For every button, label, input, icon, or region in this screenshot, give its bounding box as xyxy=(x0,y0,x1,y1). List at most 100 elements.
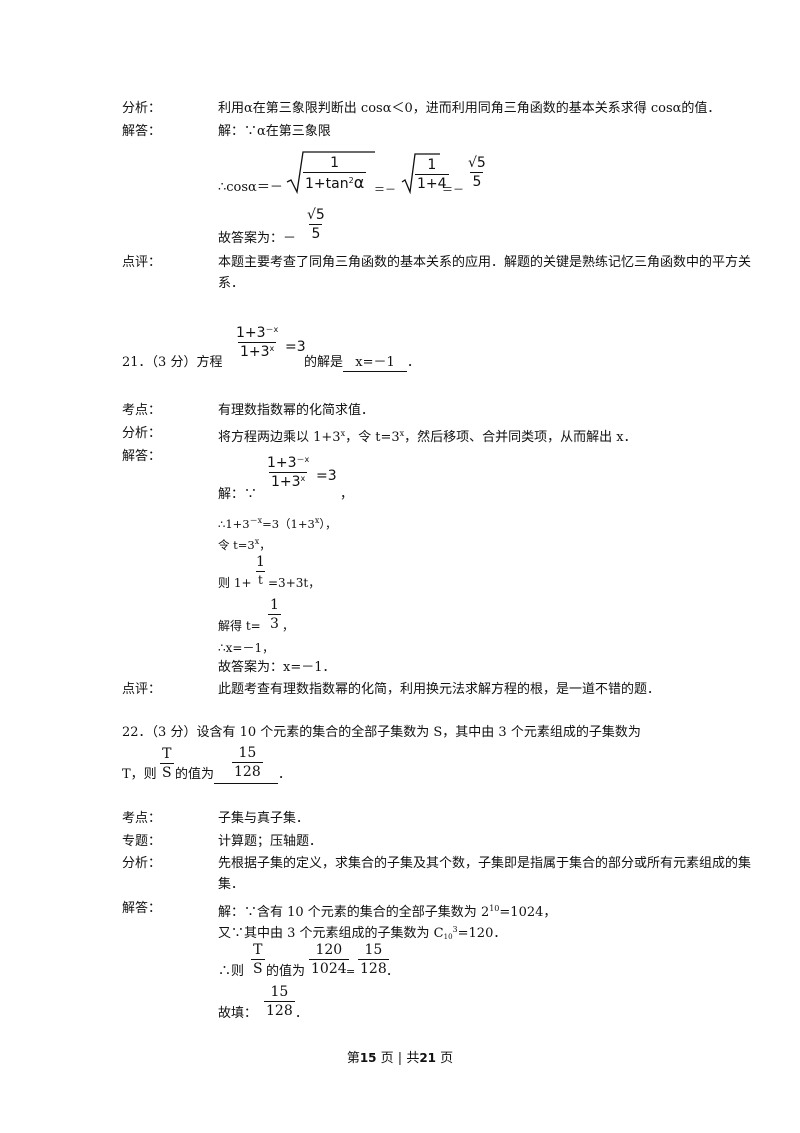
equals-minus: ＝－ xyxy=(442,183,464,196)
equation-rhs: =3 xyxy=(285,339,306,355)
den-alpha: α xyxy=(353,173,365,192)
footer-prefix: 第 xyxy=(346,1051,360,1066)
fraction-numerator: 15 xyxy=(270,984,289,1000)
question-stem: 的值为 xyxy=(175,767,215,782)
solution-line: ∴则 xyxy=(218,964,245,979)
math-fraction: √5 5 xyxy=(305,208,327,241)
fraction-denominator: S xyxy=(251,959,265,977)
sqrt-sign xyxy=(286,151,375,194)
den-exponent: 2 xyxy=(348,176,354,185)
fraction-denominator: 128 xyxy=(232,762,263,780)
sqrt-radicand: 5 xyxy=(315,207,325,223)
comment-text: 本题主要考查了同角三角函数的基本关系的应用．解题的关键是熟练记忆三角函数中的平方… xyxy=(218,255,752,270)
line-part: =1024， xyxy=(499,905,557,920)
math-fraction: 15 128 xyxy=(264,985,295,1018)
label-analysis: 分析： xyxy=(122,856,162,871)
equals-sign: = xyxy=(346,965,356,978)
page-footer: 第15 页 | 共21 页 xyxy=(0,1047,800,1066)
math-fraction: 1 3 xyxy=(268,598,281,631)
fraction-denominator: 5 xyxy=(470,172,484,190)
den-text: 1+tan xyxy=(305,176,349,192)
fraction-denominator: 3 xyxy=(268,614,281,632)
analysis-text: 利用α在第三象限判断出 cosα＜0，进而利用同角三角函数的基本关系求得 cos… xyxy=(218,101,721,116)
label-comment: 点评： xyxy=(122,255,162,270)
fraction-denominator: 128 xyxy=(358,959,389,977)
answer-line: 故答案为：x=－1． xyxy=(218,660,336,675)
fraction-numerator: 1 xyxy=(330,155,340,171)
den-text: 1+3 xyxy=(271,474,301,490)
fraction-denominator: 1+tan2α xyxy=(303,172,367,192)
math-fraction: 1 1+4 xyxy=(415,158,449,191)
fraction-numerator: 1+3－x xyxy=(234,326,280,342)
fill-line: 故填： xyxy=(218,1006,258,1021)
line-part: =3（1+3 xyxy=(262,517,315,531)
line-part: =120． xyxy=(457,926,507,941)
analysis-exponent: x xyxy=(340,429,346,438)
label-solution: 解答： xyxy=(122,124,162,139)
solution-line: 解：∵含有 10 个元素的集合的全部子集数为 210=1024， xyxy=(218,901,556,921)
line-part: 又∵其中由 3 个元素组成的子集数为 C xyxy=(218,926,444,941)
math-fraction: 15 128 xyxy=(232,746,263,779)
num-exponent: －x xyxy=(296,455,310,464)
line-part: ∴1+3 xyxy=(218,517,250,531)
topic-text: 计算题；压轴题． xyxy=(218,834,323,849)
fill-end: ． xyxy=(295,1006,309,1021)
fraction-numerator: 1 xyxy=(256,554,265,570)
solution-end: ． xyxy=(386,964,400,979)
fraction-numerator: 15 xyxy=(238,745,257,761)
line-exponent: －x xyxy=(249,516,263,525)
den-text: 1+3 xyxy=(240,344,270,360)
answer-line: 故答案为：－ xyxy=(218,231,297,246)
label-topic: 专题： xyxy=(122,834,162,849)
math-fraction: 120 1024 xyxy=(309,943,349,976)
fraction-numerator: 1 xyxy=(427,157,437,173)
line-exponent: 3 xyxy=(452,925,458,934)
math-fraction: T S xyxy=(160,747,174,780)
line-exponent: 10 xyxy=(489,904,500,913)
label-solution: 解答： xyxy=(122,449,162,464)
fraction-numerator: √5 xyxy=(468,155,486,171)
equation-rhs: =3 xyxy=(316,468,337,484)
fraction-numerator: 1+3－x xyxy=(265,456,311,472)
fraction-numerator: 120 xyxy=(315,942,343,958)
math-fraction: 1+3－x 1+3x xyxy=(265,456,311,490)
stem-suffix: 的解是 xyxy=(304,355,344,370)
num-text: 1+3 xyxy=(267,455,297,471)
solution-line: 则 1+ xyxy=(218,576,252,590)
line-part: 令 t=3 xyxy=(218,538,255,552)
solution-line: 的值为 xyxy=(266,964,306,979)
answer-blank: x=－1 xyxy=(343,355,408,372)
fraction-denominator: 1+3x xyxy=(269,472,308,490)
equals-minus: ＝－ xyxy=(374,183,396,196)
solution-line: 解：∵ xyxy=(218,487,258,502)
fraction-numerator: 1 xyxy=(270,597,279,613)
math-fraction: √5 5 xyxy=(466,156,488,189)
footer-mid: 页 | 共 xyxy=(380,1051,420,1066)
fraction-denominator: 1+3x xyxy=(238,342,277,360)
analysis-part: ，令 t=3 xyxy=(345,430,400,445)
analysis-text: 先根据子集的定义，求集合的子集及其个数，子集即是指属于集合的部分或所有元素组成的… xyxy=(218,856,752,871)
label-analysis: 分析： xyxy=(122,101,162,116)
fraction-denominator: S xyxy=(160,763,174,781)
current-page-number: 15 xyxy=(359,1051,377,1065)
stem-end: ． xyxy=(407,355,421,370)
footer-suffix: 页 xyxy=(440,1051,454,1066)
solution-line: 解得 t= xyxy=(218,619,261,633)
solution-line: 令 t=3x， xyxy=(218,534,271,553)
label-point: 考点： xyxy=(122,403,162,418)
solution-comma: ， xyxy=(340,487,354,502)
solution-line: ∴1+3－x=3（1+3x）， xyxy=(218,513,337,532)
fraction-denominator: 1024 xyxy=(309,959,349,977)
point-text: 子集与真子集． xyxy=(218,811,310,826)
fraction-numerator: T xyxy=(162,746,172,762)
answer-blank xyxy=(214,767,278,784)
den-exponent: x xyxy=(269,344,275,353)
line-exponent: x xyxy=(254,537,260,546)
total-page-number: 21 xyxy=(419,1051,437,1065)
line-part: 解：∵含有 10 个元素的集合的全部子集数为 2 xyxy=(218,905,490,920)
math-fraction: 15 128 xyxy=(358,943,389,976)
comment-text: 系． xyxy=(218,276,245,291)
comment-text: 此题考查有理数指数幂的化简，利用换元法求解方程的根，是一道不错的题． xyxy=(218,682,661,697)
solution-line: ∴x=－1， xyxy=(218,641,275,655)
fraction-denominator: 128 xyxy=(264,1001,295,1019)
